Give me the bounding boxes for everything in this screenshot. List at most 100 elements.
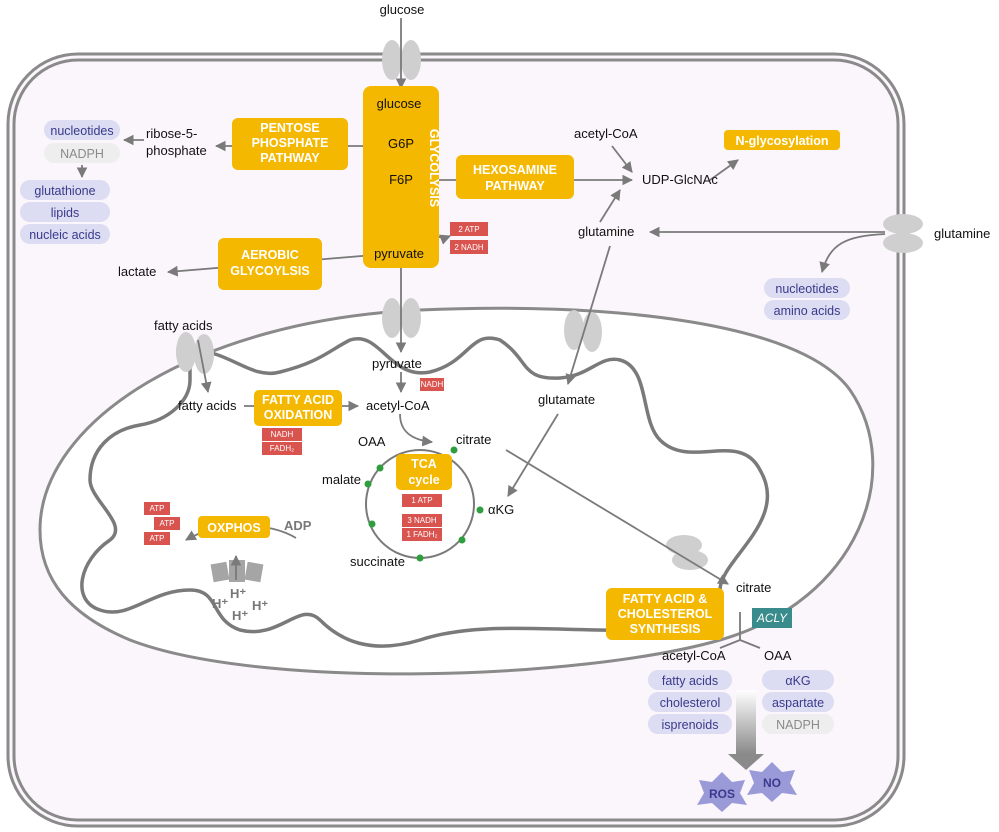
energy-fao: NADH FADH₂ <box>262 428 302 455</box>
tca-node <box>364 480 372 488</box>
svg-text:OXIDATION: OXIDATION <box>264 408 333 422</box>
tca-box: TCA cycle <box>396 454 452 490</box>
fatty-acids-mito: fatty acids <box>178 398 237 413</box>
glucose-inner: glucose <box>377 96 422 111</box>
citrate-mito: citrate <box>456 432 491 447</box>
energy-glycolysis: 2 ATP 2 NADH <box>450 222 488 254</box>
svg-text:nucleic acids: nucleic acids <box>29 228 101 242</box>
citrate-cyto: citrate <box>736 580 771 595</box>
svg-text:PHOSPHATE: PHOSPHATE <box>252 136 329 150</box>
f6p: F6P <box>389 172 413 187</box>
svg-text:cycle: cycle <box>408 473 439 487</box>
tca-node <box>416 554 424 562</box>
svg-text:HEXOSAMINE: HEXOSAMINE <box>473 163 557 177</box>
fatty-acids-cyto: fatty acids <box>154 318 213 333</box>
tca-node <box>368 520 376 528</box>
glutamine-extracellular: glutamine <box>934 226 990 241</box>
svg-text:FATTY ACID: FATTY ACID <box>262 393 334 407</box>
energy-tca: 1 ATP 3 NADH 1 FADH₂ <box>402 494 442 541</box>
synthesis-box: FATTY ACID & CHOLESTEROL SYNTHESIS <box>606 588 724 640</box>
ppp-products: nucleotides NADPH glutathione lipids nuc… <box>20 120 120 244</box>
glucose-transporter <box>382 40 421 80</box>
acetyl-coa-cyto: acetyl-CoA <box>574 126 638 141</box>
adp: ADP <box>284 518 312 533</box>
metabolite-labels: glucose glutamine ribose-5- phosphate ac… <box>118 2 990 663</box>
svg-text:1 FADH₂: 1 FADH₂ <box>406 530 437 539</box>
svg-text:2 ATP: 2 ATP <box>458 225 479 234</box>
svg-text:3 NADH: 3 NADH <box>407 516 437 525</box>
succinate: succinate <box>350 554 405 569</box>
ros-gradient-arrow <box>728 690 764 770</box>
svg-text:aspartate: aspartate <box>772 696 824 710</box>
svg-text:PATHWAY: PATHWAY <box>260 151 320 165</box>
svg-text:nucleotides: nucleotides <box>50 124 113 138</box>
svg-text:ATP: ATP <box>150 534 165 543</box>
glutamine-transporter <box>883 214 923 253</box>
hexosamine-box: HEXOSAMINE PATHWAY <box>456 155 574 199</box>
oaa-cyto: OAA <box>764 648 792 663</box>
svg-text:N-glycosylation: N-glycosylation <box>735 134 828 148</box>
ros-star: ROS <box>697 772 747 812</box>
svg-text:SYNTHESIS: SYNTHESIS <box>630 622 701 636</box>
h-plus: H⁺ <box>252 598 268 613</box>
glutamate: glutamate <box>538 392 595 407</box>
svg-text:NO: NO <box>763 776 781 790</box>
malate: malate <box>322 472 361 487</box>
svg-text:lipids: lipids <box>51 206 80 220</box>
svg-text:TCA: TCA <box>411 457 437 471</box>
ribose-5-phosphate: ribose-5- <box>146 126 197 141</box>
svg-text:AEROBIC: AEROBIC <box>241 248 299 262</box>
akg-mito: αKG <box>488 502 514 517</box>
acetyl-coa-synth: acetyl-CoA <box>662 648 726 663</box>
svg-text:glutathione: glutathione <box>34 184 95 198</box>
acetyl-coa-mito: acetyl-CoA <box>366 398 430 413</box>
svg-text:isprenoids: isprenoids <box>662 718 719 732</box>
svg-text:NADH: NADH <box>421 380 444 389</box>
atp-synthase <box>210 560 264 583</box>
svg-text:GLYCOYLSIS: GLYCOYLSIS <box>230 264 309 278</box>
n-glycosylation-box: N-glycosylation <box>724 130 840 150</box>
svg-text:PATHWAY: PATHWAY <box>485 179 545 193</box>
energy-oxphos: ATP ATP ATP <box>144 502 180 545</box>
tca-node <box>376 464 384 472</box>
svg-text:cholesterol: cholesterol <box>660 696 720 710</box>
svg-text:ACLY: ACLY <box>756 611 788 625</box>
h-plus: H⁺ <box>212 596 228 611</box>
fatty-acid-oxidation-box: FATTY ACID OXIDATION <box>254 390 342 426</box>
udp-glcnac: UDP-GlcNAc <box>642 172 718 187</box>
aerobic-glycolysis-box: AEROBIC GLYCOYLSIS <box>218 238 322 290</box>
oaa-products: αKG aspartate NADPH <box>762 670 834 734</box>
glycolysis-box: GLYCOLYSIS glucose G6P F6P pyruvate <box>363 86 441 268</box>
glycolysis-label: GLYCOLYSIS <box>427 129 441 207</box>
tca-node <box>476 506 484 514</box>
svg-text:ATP: ATP <box>150 504 165 513</box>
tca-cycle <box>364 446 484 562</box>
glutamine-products: nucleotides amino acids <box>764 278 850 320</box>
svg-text:ROS: ROS <box>709 787 735 801</box>
ppp-box: PENTOSE PHOSPHATE PATHWAY <box>232 118 348 170</box>
svg-text:FATTY ACID &: FATTY ACID & <box>623 592 708 606</box>
h-plus: H⁺ <box>232 608 248 623</box>
pyruvate-mito: pyruvate <box>372 356 422 371</box>
svg-text:NADPH: NADPH <box>776 718 820 732</box>
svg-text:NADH: NADH <box>271 430 294 439</box>
svg-text:phosphate: phosphate <box>146 143 207 158</box>
oxphos-box: OXPHOS <box>198 516 270 538</box>
glucose-extracellular: glucose <box>380 2 425 17</box>
no-star: NO <box>747 762 797 802</box>
svg-text:NADPH: NADPH <box>60 147 104 161</box>
svg-text:OXPHOS: OXPHOS <box>207 521 261 535</box>
svg-text:CHOLESTEROL: CHOLESTEROL <box>618 607 713 621</box>
acetyl-coa-products: fatty acids cholesterol isprenoids <box>648 670 732 734</box>
mitochondrion <box>38 306 875 676</box>
svg-text:nucleotides: nucleotides <box>775 282 838 296</box>
tca-node <box>458 536 466 544</box>
svg-text:αKG: αKG <box>785 674 810 688</box>
pyruvate-transporter <box>382 298 421 338</box>
svg-text:PENTOSE: PENTOSE <box>260 121 320 135</box>
acly-enzyme: ACLY <box>752 608 792 628</box>
h-plus: H⁺ <box>230 586 246 601</box>
svg-text:amino acids: amino acids <box>774 304 841 318</box>
lactate: lactate <box>118 264 156 279</box>
tca-node <box>450 446 458 454</box>
